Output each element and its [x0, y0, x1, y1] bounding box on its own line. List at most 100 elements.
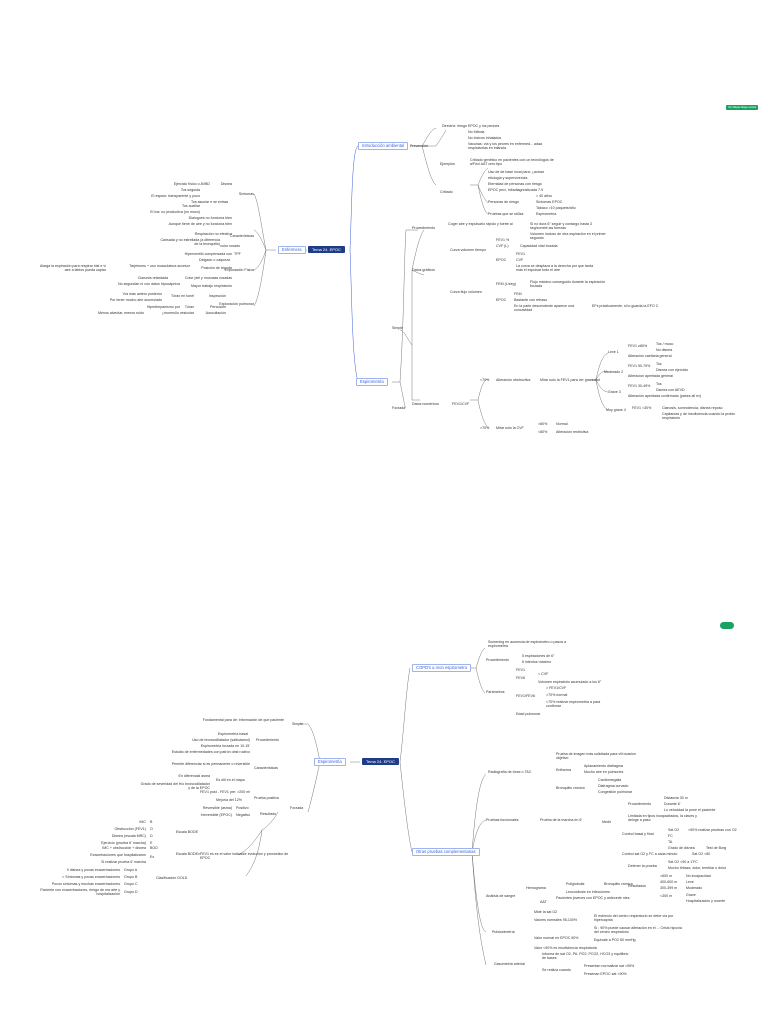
grado-item: Disnea con AEVD — [656, 388, 685, 392]
personas-riesgo-label: Personas de riesgo — [488, 200, 519, 204]
sintomas-label: Síntomas — [238, 192, 254, 196]
proc3-item: Uso de broncodilatador (salbutamol) — [192, 738, 250, 742]
map2-branch-copd[interactable]: COPD's a mon espirometro — [412, 664, 472, 672]
marcha-item: Leve — [686, 880, 694, 884]
ef-item: Alarga la espiración para respirar hist … — [39, 264, 106, 273]
bode-item: B — [150, 820, 153, 824]
rx-item: Cardiomegalia — [598, 778, 622, 782]
pf-label: Pruebas funcionales — [486, 818, 519, 822]
caracteristicas-label: Características — [230, 234, 254, 238]
ep-item: Vía más antero posterior — [122, 292, 162, 296]
boder-item: Si realizar prueba 6' marcha — [101, 860, 146, 864]
par-item: Volumen espiratorio acumulado a los 6" — [538, 680, 602, 684]
res-item: Reversible (asma) — [202, 806, 232, 810]
grado-item: Cianosis, somnolencia, disnea reposo — [662, 406, 723, 410]
ep-item: Auscultación — [205, 311, 226, 315]
pu-item: Equivale a PO2 60 mmHg — [594, 938, 636, 942]
pct80a: >80% — [538, 422, 548, 426]
mirar-fev1-label: Mirar solo la FEV1 para ver gravedad — [540, 378, 600, 382]
ep-item: Tórax en tonel — [171, 294, 194, 298]
cv-item: CVF (L) — [496, 244, 509, 248]
map2-branch-otras[interactable]: Otras pruebas complementarias — [412, 848, 480, 856]
map1-branch-enfermera[interactable]: Enfermera — [278, 246, 306, 254]
rx-item: Mucho aire en pulmones — [584, 770, 624, 774]
curva-volumen-label: Curva volumen tiempo — [450, 248, 486, 252]
car-item: Cansada y no estrellada (a diferencia de… — [160, 238, 220, 247]
cv-item: FEV1 — [516, 252, 525, 256]
cv-item: La curva se desplaza a la derecha por qu… — [516, 264, 594, 273]
lt70-label: <70% — [480, 378, 490, 382]
resultado-label: Resultado — [260, 812, 277, 816]
cf-item: EPOC — [496, 298, 507, 302]
bode-item: Ejercicio (prueba 6' marcha) — [101, 841, 146, 845]
marcha-item: <300 m — [660, 894, 673, 898]
grado-item: FEV1 30-49% — [628, 384, 651, 388]
pp-label: Prueba positiva — [254, 796, 279, 800]
simple-item: Espirometría basal — [218, 732, 248, 736]
pu-item: Valor <90% es insuficiencia respiratoria — [534, 946, 597, 950]
an-item: Pacientes jóvenes con EPOC y antecede nt… — [556, 896, 630, 900]
cv-item: Capacidad vital forzada — [520, 244, 558, 248]
parametros-label: Parámetros — [486, 690, 505, 694]
prevencion-label: Prevención — [410, 144, 428, 148]
pu-item: El estímulo del centro respiratorio se d… — [594, 914, 674, 923]
an-item: AAT — [540, 900, 547, 904]
marcha-item: Control basal y final — [622, 832, 654, 836]
forzada-label: Forzada — [392, 406, 406, 410]
gold-item: Grupo C — [124, 882, 138, 886]
cv-item: CVF — [516, 258, 524, 262]
par-item: <70% realizar espirometría a para confir… — [546, 700, 601, 709]
ej-item: Cribado genético en pacientes con un tec… — [470, 158, 554, 167]
car-item: Respiración no efectiva — [194, 232, 232, 236]
grado-item: Tos — [656, 362, 662, 366]
map1-branch-espirometria[interactable]: Espirometría — [356, 378, 388, 386]
cr-item: Uso de de base local para: ¿actuar — [488, 170, 544, 174]
grado-label: Leve 1 — [608, 350, 619, 354]
boder-label: Escala BODEx — [176, 852, 200, 856]
marcha-item: Detener la prueba — [628, 864, 657, 868]
boder-item: BOD — [150, 846, 158, 850]
ga-item: Presentan normalizar sat <95% — [584, 964, 635, 968]
simple2-label: Simple — [292, 722, 303, 726]
prev-item: Vacunas: vía y los peores en enfermed...… — [468, 142, 543, 151]
sint-item: Tos seguida — [180, 188, 200, 192]
pp-item: Mejoría del 12% — [216, 798, 242, 802]
pct80b: <80% — [538, 430, 548, 434]
proc3-item: Espirometría forzada en 10-15' — [200, 744, 250, 748]
par-item: < CVF — [538, 672, 549, 676]
marcha-item: Sat O2 <90 a 1'FC — [668, 860, 698, 864]
map1-branch-intro[interactable]: Introducción ambiental — [358, 142, 409, 150]
brand-badge[interactable]: Ver Mapas Mapa mental — [726, 105, 759, 110]
marcha-item: Grave — [686, 893, 696, 897]
map2-hub[interactable]: Tema 24. EPOC — [362, 758, 399, 765]
proc-label: Procedimiento — [486, 658, 509, 662]
cf-item: Flujo máximo conseguido durante la espir… — [530, 280, 606, 289]
bode-item: E — [150, 841, 153, 845]
datos-graficos-label: Datos gráficos — [412, 268, 435, 272]
pr-item: Tabaco >10 paquete/año — [536, 206, 576, 210]
map1-hub[interactable]: Tema 24. EPOC — [308, 246, 345, 253]
marcha-item: Medir — [602, 820, 611, 824]
curva-flujo-label: Curva flujo volumen — [450, 290, 482, 294]
sint-item: Disnea — [220, 182, 232, 186]
marcha-item: No incapacidad — [686, 874, 711, 878]
par-item: >70% normal — [546, 693, 568, 697]
marcha-item: 300-399 m — [660, 886, 678, 890]
rx-item: Diafragma curvado — [598, 784, 629, 788]
ef-item: Tarjetones + uso musculatura accesor — [129, 264, 190, 268]
proc-item: Coger aire y expulsarlo rápido y fuerte … — [448, 222, 513, 226]
car2-item: Es útil en el mapa — [216, 778, 245, 782]
datos-numericos-label: Datos numéricos — [412, 402, 439, 406]
cv-item: EPOC — [496, 258, 507, 262]
alt-restrictiva: Alteración restrictiva — [556, 430, 589, 434]
analisis-label: Análisis de sangre — [486, 894, 516, 898]
map2-branch-espiro[interactable]: Espirometría — [314, 758, 346, 766]
gold-item: Grupo B — [124, 875, 138, 879]
marcha-item: <90% realizar pruebas con O2 — [688, 828, 737, 832]
sint-item: Tos auxiliar — [182, 204, 200, 208]
sint-item: El tos: no productiva (no moco) — [150, 210, 200, 214]
gold-item: > Síntomas y pocas exacerbaciones — [62, 875, 120, 879]
ga-item: Presenan EPOC sat <90% — [584, 972, 627, 976]
car2-label: Características — [254, 766, 278, 770]
car-item: Aunque tiene de aire y no funciona bien — [168, 222, 232, 226]
